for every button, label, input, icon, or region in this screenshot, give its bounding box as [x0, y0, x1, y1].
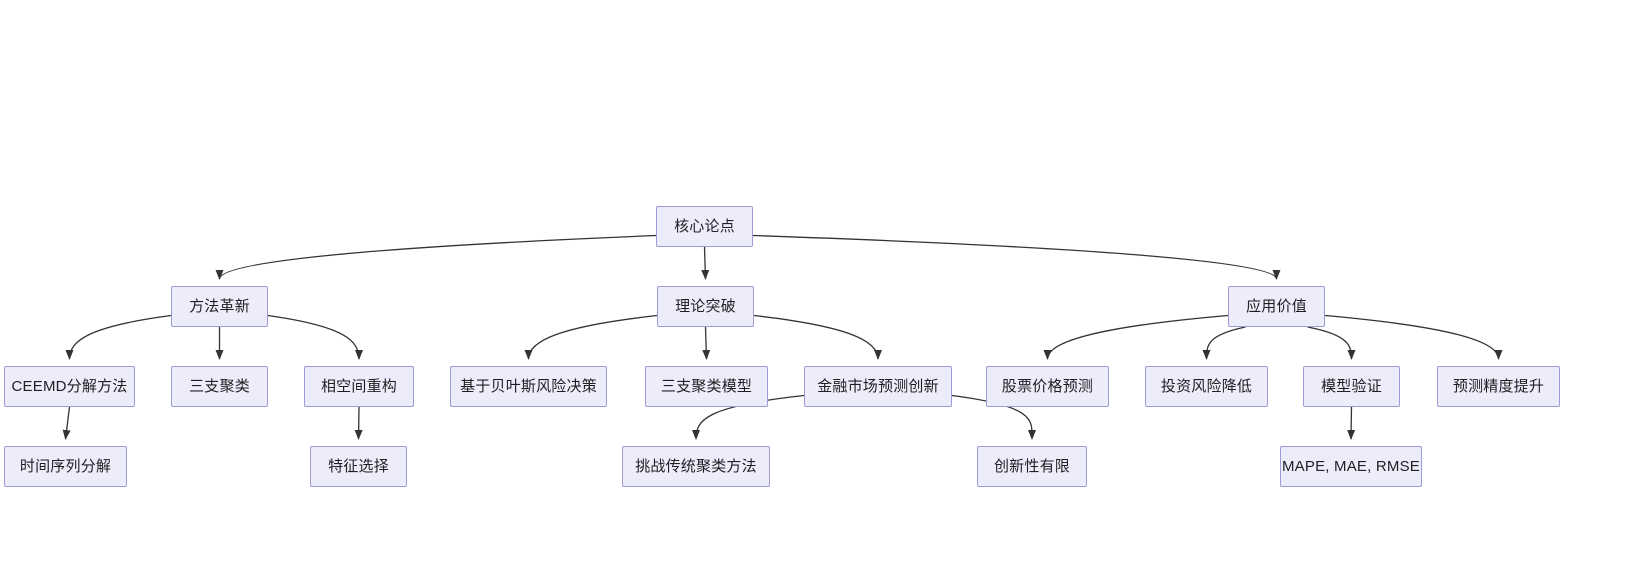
node-theory[interactable]: 理论突破: [657, 286, 754, 327]
edge-root-to-theory: [701, 246, 710, 280]
edge-application-to-stock: [1043, 314, 1229, 360]
node-label: 投资风险降低: [1160, 378, 1253, 395]
node-label: 核心论点: [674, 218, 735, 235]
node-label: 应用价值: [1246, 298, 1307, 315]
edge-application-to-risk: [1202, 326, 1246, 360]
node-label: 创新性有限: [993, 458, 1070, 475]
edge-root-to-method: [215, 234, 657, 280]
edge-theory-to-finance: [753, 314, 882, 360]
edge-validation-to-metrics: [1347, 406, 1356, 440]
node-accuracy[interactable]: 预测精度提升: [1437, 366, 1560, 407]
node-tri-cluster[interactable]: 三支聚类: [171, 366, 268, 407]
node-tri-model[interactable]: 三支聚类模型: [645, 366, 768, 407]
node-challenge[interactable]: 挑战传统聚类方法: [622, 446, 770, 487]
edge-theory-to-bayes: [524, 314, 658, 360]
node-method[interactable]: 方法革新: [171, 286, 268, 327]
node-label: 方法革新: [189, 298, 250, 315]
node-feature[interactable]: 特征选择: [310, 446, 407, 487]
node-ceemd[interactable]: CEEMD分解方法: [4, 366, 135, 407]
node-label: 时间序列分解: [19, 458, 112, 475]
node-label: 特征选择: [328, 458, 389, 475]
node-root[interactable]: 核心论点: [656, 206, 753, 247]
node-label: MAPE, MAE, RMSE: [1281, 458, 1421, 475]
node-label: 金融市场预测创新: [817, 378, 939, 395]
node-validation[interactable]: 模型验证: [1303, 366, 1400, 407]
node-risk[interactable]: 投资风险降低: [1145, 366, 1268, 407]
node-label: CEEMD分解方法: [11, 378, 128, 395]
edge-ceemd-to-ts-decomp: [62, 406, 71, 440]
edge-method-to-ceemd: [65, 314, 172, 360]
node-label: 基于贝叶斯风险决策: [460, 378, 597, 395]
edge-application-to-accuracy: [1324, 314, 1503, 360]
node-label: 预测精度提升: [1452, 378, 1545, 395]
node-label: 三支聚类: [189, 378, 250, 395]
node-ts-decomp[interactable]: 时间序列分解: [4, 446, 127, 487]
node-label: 股票价格预测: [1001, 378, 1094, 395]
node-phase-space[interactable]: 相空间重构: [304, 366, 414, 407]
node-stock[interactable]: 股票价格预测: [986, 366, 1109, 407]
node-label: 三支聚类模型: [660, 378, 753, 395]
edge-application-to-validation: [1307, 326, 1356, 360]
node-finance[interactable]: 金融市场预测创新: [804, 366, 952, 407]
edge-root-to-application: [752, 234, 1281, 280]
node-limited[interactable]: 创新性有限: [977, 446, 1087, 487]
node-metrics[interactable]: MAPE, MAE, RMSE: [1280, 446, 1422, 487]
node-label: 挑战传统聚类方法: [635, 458, 757, 475]
node-label: 模型验证: [1321, 378, 1382, 395]
edge-phase-space-to-feature: [354, 406, 363, 440]
edge-method-to-phase-space: [267, 314, 363, 360]
node-label: 理论突破: [675, 298, 736, 315]
node-application[interactable]: 应用价值: [1228, 286, 1325, 327]
node-label: 相空间重构: [320, 378, 397, 395]
edge-theory-to-tri-model: [702, 326, 711, 360]
node-bayes[interactable]: 基于贝叶斯风险决策: [450, 366, 607, 407]
